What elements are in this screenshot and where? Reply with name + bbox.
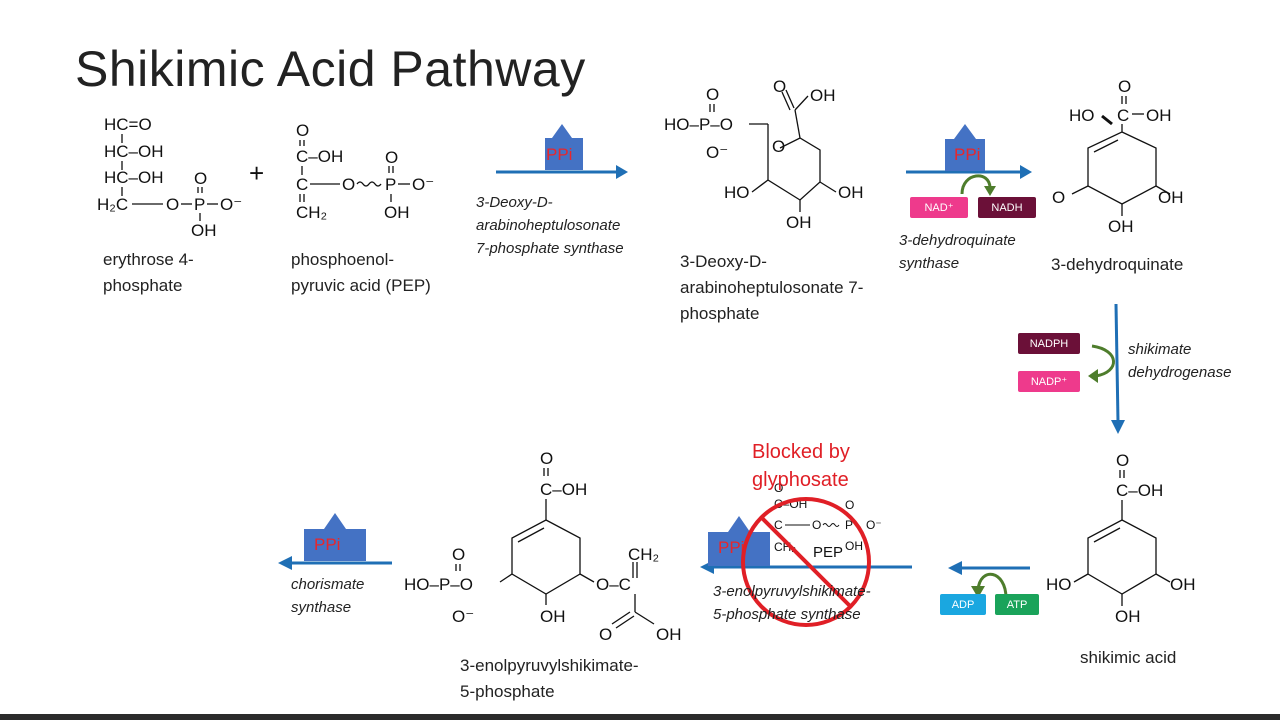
svg-text:HO: HO [1046,575,1072,594]
svg-text:OH: OH [1158,188,1184,207]
svg-text:OH: OH [1115,607,1141,626]
e4p-caption: erythrose 4- phosphate [103,250,194,295]
arrow-step2: PPi [906,124,1032,196]
svg-text:OH: OH [838,183,864,202]
dahp-structure: HO–P–O O O⁻ O OH O HO OH OH [664,77,864,232]
svg-text:O: O [296,121,309,140]
ppi-label-1: PPi [546,145,572,164]
svg-text:CH₂: CH₂ [774,540,796,554]
ppi-label-3: PPi [718,538,744,557]
dhq-caption: 3-dehydroquinate [1051,255,1184,274]
page-title: Shikimic Acid Pathway [75,41,586,97]
nadh-tag: NADH [978,197,1036,218]
svg-text:OH: OH [384,203,410,222]
e4p-c3: HC–OH [104,168,164,187]
svg-text:C–OH: C–OH [1116,481,1163,500]
ppi-label-4: PPi [314,535,340,554]
svg-text:HO: HO [1069,106,1095,125]
atp-tag: ATP [995,594,1039,615]
pep-short-label: PEP [813,544,843,561]
bottom-bar [0,714,1280,720]
chorismate-synthase-label: chorismate synthase [291,576,365,616]
glyphosate-pep-structure: O C–OH C O P O⁻ O OH CH₂ PEP [774,481,882,561]
svg-text:C: C [774,518,783,532]
shikimic-caption: shikimic acid [1080,648,1177,667]
ppi-label-2: PPi [954,145,980,164]
e4p-aldehyde: HC=O [104,115,152,134]
svg-text:OH: OH [810,86,836,105]
shikimic-structure: O C–OH HO OH OH [1046,451,1196,626]
arrow-step5: PPi [700,516,912,574]
dhq-structure: O C OH HO O OH OH [1052,77,1184,236]
pep-structure: O C–OH C O P O⁻ O OH CH₂ [296,121,434,222]
svg-text:O: O [1052,188,1065,207]
arrow-step1: PPi [496,124,628,179]
sdh-label: shikimate dehydrogenase [1128,341,1232,381]
e4p-structure: HC=O HC–OH HC–OH H₂C O P O⁻ O OH [97,115,242,240]
svg-text:CH₂: CH₂ [628,545,659,564]
svg-text:O: O [706,85,719,104]
svg-text:O: O [773,77,786,96]
svg-text:OH: OH [1108,217,1134,236]
e4p-p: P [194,195,205,214]
arrow-step4 [948,561,1030,599]
no-sign [741,497,871,627]
svg-text:C–OH: C–OH [296,147,343,166]
svg-text:P: P [845,518,853,532]
blocked-label: Blocked by glyphosate [752,441,850,491]
adp-tag: ADP [940,594,986,615]
svg-text:O: O [1118,77,1131,96]
svg-text:OH: OH [540,607,566,626]
svg-text:O: O [845,498,854,512]
arrow-step3 [1088,303,1125,434]
svg-text:OH: OH [1146,106,1172,125]
svg-text:OH: OH [786,213,812,232]
nad-tag: NAD⁺ [910,197,968,218]
svg-text:O⁻: O⁻ [412,175,434,194]
svg-text:O: O [452,545,465,564]
svg-text:O: O [342,175,355,194]
dahp-synthase-label: 3-Deoxy-D- arabinoheptulosonate 7-phosph… [476,194,624,257]
svg-text:OH: OH [1170,575,1196,594]
e4p-c2: HC–OH [104,142,164,161]
e4p-ominus: O⁻ [220,195,242,214]
epsp-synthase-label: 3-enolpyruvylshikimate- 5-phosphate synt… [713,583,871,623]
svg-text:O: O [772,137,785,156]
svg-text:O⁻: O⁻ [452,607,474,626]
nadph-tag: NADPH [1018,333,1080,354]
e4p-c4: H₂C [97,195,128,214]
svg-text:HO–P–O: HO–P–O [404,575,473,594]
svg-text:O⁻: O⁻ [706,143,728,162]
pep-caption: phosphoenol- pyruvic acid (PEP) [291,250,431,295]
plus-sign: + [249,158,264,188]
svg-text:HO–P–O: HO–P–O [664,115,733,134]
svg-text:OH: OH [656,625,682,644]
svg-text:CH₂: CH₂ [296,203,327,222]
dhq-synthase-label: 3-dehydroquinate synthase [899,232,1016,272]
svg-text:O: O [385,148,398,167]
svg-text:C–OH: C–OH [540,480,587,499]
svg-text:OH: OH [845,539,863,553]
svg-text:O⁻: O⁻ [866,518,882,532]
e4p-oh: OH [191,221,217,240]
svg-text:C: C [1117,106,1129,125]
svg-text:O: O [599,625,612,644]
svg-text:O: O [774,481,783,495]
nadp-tag: NADP⁺ [1018,371,1080,392]
e4p-o-top: O [194,169,207,188]
svg-text:P: P [385,175,396,194]
e4p-o: O [166,195,179,214]
epsp-caption: 3-enolpyruvylshikimate- 5-phosphate [460,656,639,701]
arrow-step6: PPi [278,513,392,570]
svg-text:O–C: O–C [596,575,631,594]
svg-text:O: O [812,518,821,532]
svg-text:O: O [540,449,553,468]
dahp-caption: 3-Deoxy-D- arabinoheptulosonate 7- phosp… [680,252,864,323]
svg-text:HO: HO [724,183,750,202]
svg-text:C: C [296,175,308,194]
epsp-structure: O C–OH HO–P–O O O⁻ OH O–C CH₂ O OH [404,449,682,644]
svg-text:O: O [1116,451,1129,470]
